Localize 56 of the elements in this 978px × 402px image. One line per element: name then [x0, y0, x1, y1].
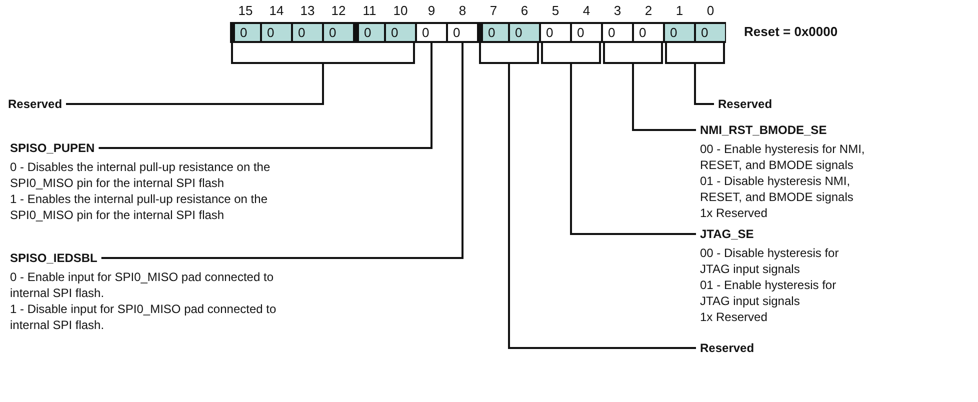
bit-number: 1	[674, 3, 684, 18]
bit-number: 8	[458, 3, 468, 18]
field-description: 01 - Enable hysteresis for JTAG input signals	[700, 277, 838, 309]
bit-cell: 0	[416, 22, 447, 43]
bit-number: 2	[644, 3, 654, 18]
bit-number: 9	[426, 3, 436, 18]
bit-number: 5	[550, 3, 560, 18]
bit-number: 12	[330, 3, 347, 18]
bit-number: 11	[362, 3, 378, 18]
bit-cell: 0	[447, 22, 478, 43]
field-description: 1 - Enables the internal pull-up resistance on the SPI0_MISO pin for the internal SPI flash	[10, 191, 268, 223]
bit-cell: 0	[664, 22, 695, 43]
field-name: Reserved	[8, 96, 62, 112]
bit-number: 10	[392, 3, 409, 18]
bit-number: 0	[706, 3, 716, 18]
bit-cell: 0	[571, 22, 602, 43]
bit-cell: 0	[478, 22, 509, 43]
bit-cell: 0	[695, 22, 726, 43]
field-name: SPISO_PUPEN	[10, 140, 95, 156]
bit-cell: 0	[602, 22, 633, 43]
field-description: 0 - Disables the internal pull-up resistance on the SPI0_MISO pin for the internal SPI flash	[10, 159, 272, 191]
bit-cell: 0	[261, 22, 292, 43]
field-description: 01 - Disable hysteresis NMI, RESET, and BMODE signals	[700, 173, 854, 205]
bit-cell: 0	[292, 22, 323, 43]
leader-line	[66, 43, 415, 105]
bit-cell: 0	[509, 22, 540, 43]
bit-cell: 0	[633, 22, 664, 43]
leader-line	[101, 43, 464, 259]
field-description: 0 - Enable input for SPI0_MISO pad connected to internal SPI flash.	[10, 269, 274, 301]
leader-line	[694, 43, 725, 105]
reset-value-label: Reset = 0x0000	[744, 24, 838, 39]
bit-cell: 0	[323, 22, 354, 43]
bit-number: 3	[612, 3, 622, 18]
field-name: SPISO_IEDSBL	[10, 250, 98, 266]
leader-line	[98, 43, 432, 149]
bit-number: 15	[237, 3, 254, 18]
bit-cell: 0	[385, 22, 416, 43]
leader-line	[632, 43, 696, 131]
bit-cell: 0	[354, 22, 385, 43]
bit-number: 7	[488, 3, 498, 18]
field-name: JTAG_SE	[700, 226, 754, 242]
field-description: 1 - Disable input for SPI0_MISO pad connected to internal SPI flash.	[10, 301, 278, 333]
field-description: 00 - Disable hysteresis for JTAG input signals	[700, 245, 840, 277]
bit-number: 13	[299, 3, 316, 18]
field-description: 1x Reserved	[700, 205, 768, 221]
leader-line	[570, 43, 696, 235]
field-description: 00 - Enable hysteresis for NMI, RESET, and BMODE signals	[700, 141, 866, 173]
field-name: NMI_RST_BMODE_SE	[700, 122, 827, 138]
field-name: Reserved	[718, 96, 772, 112]
field-name: Reserved	[700, 340, 754, 356]
bit-cell: 0	[540, 22, 571, 43]
bit-number: 14	[268, 3, 285, 18]
field-description: 1x Reserved	[700, 309, 768, 325]
bit-number: 4	[582, 3, 592, 18]
bit-cell: 0	[230, 22, 261, 43]
bit-number: 6	[520, 3, 530, 18]
